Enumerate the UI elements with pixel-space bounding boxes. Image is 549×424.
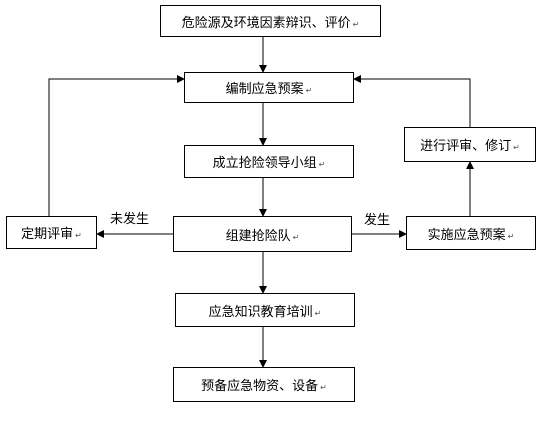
- node-review-revise: 进行评审、修订↵: [404, 127, 536, 162]
- return-mark-icon: ↵: [352, 19, 360, 29]
- node-periodic-review: 定期评审↵: [6, 216, 97, 249]
- node-stock-supplies-label: 预备应急物资、设备: [201, 379, 319, 394]
- node-prepare-plan-label: 编制应急预案: [225, 82, 304, 97]
- node-build-squad: 组建抢险队↵: [173, 216, 352, 252]
- node-build-squad-label: 组建抢险队: [225, 228, 291, 244]
- return-mark-icon: ↵: [320, 383, 327, 392]
- node-periodic-review-label: 定期评审: [21, 227, 74, 242]
- node-training-label: 应急知识教育培训: [208, 304, 313, 320]
- node-form-team: 成立抢险领导小组↵: [184, 145, 354, 178]
- return-mark-icon: ↵: [318, 160, 326, 169]
- node-hazard-assessment-label: 危险源及环境因素辩识、评价: [181, 15, 351, 31]
- arrow-periodic-review-to-plan: [48, 75, 185, 216]
- node-hazard-assessment: 危险源及环境因素辩识、评价↵: [160, 5, 381, 37]
- node-implement-plan: 实施应急预案↵: [406, 216, 536, 250]
- edge-label-occurred: 发生: [364, 213, 391, 228]
- return-mark-icon: ↵: [305, 86, 313, 95]
- arrow-review-to-plan: [353, 75, 471, 127]
- return-mark-icon: ↵: [292, 232, 300, 242]
- return-mark-icon: ↵: [513, 143, 520, 152]
- edge-label-not-occurred: 未发生: [110, 212, 150, 227]
- return-mark-icon: ↵: [314, 308, 322, 318]
- return-mark-icon: ↵: [75, 231, 82, 240]
- node-prepare-plan: 编制应急预案↵: [184, 72, 354, 103]
- node-review-revise-label: 进行评审、修订: [420, 139, 512, 154]
- node-training: 应急知识教育培训↵: [175, 293, 355, 327]
- return-mark-icon: ↵: [507, 231, 515, 241]
- node-stock-supplies: 预备应急物资、设备↵: [173, 367, 355, 402]
- node-implement-plan-label: 实施应急预案: [427, 227, 506, 243]
- node-form-team-label: 成立抢险领导小组: [212, 156, 317, 171]
